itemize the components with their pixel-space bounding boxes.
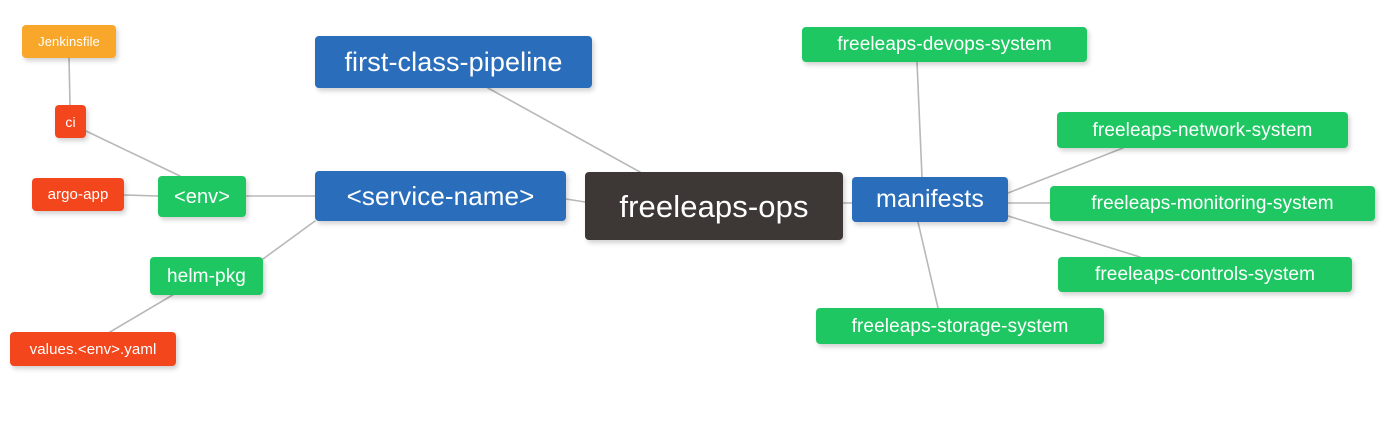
edge-service-helm (262, 220, 316, 260)
edge-pipeline-ops (487, 87, 641, 173)
mindmap-node-storage-system[interactable]: freeleaps-storage-system (816, 308, 1104, 344)
mindmap-node-devops-system[interactable]: freeleaps-devops-system (802, 27, 1087, 62)
mindmap-node-label: ci (65, 113, 76, 130)
mindmap-node-label: Jenkinsfile (38, 34, 100, 49)
mindmap-node-label: values.<env>.yaml (29, 340, 157, 358)
mindmap-node-label: freeleaps-devops-system (837, 34, 1052, 55)
mindmap-node-manifests[interactable]: manifests (852, 177, 1008, 222)
mindmap-node-label: argo-app (47, 186, 109, 203)
edge-service-ops (565, 198, 586, 203)
mindmap-node-values-yaml[interactable]: values.<env>.yaml (10, 332, 176, 366)
mindmap-node-controls-system[interactable]: freeleaps-controls-system (1058, 257, 1352, 292)
mindmap-node-network-system[interactable]: freeleaps-network-system (1057, 112, 1348, 148)
edge-manifests-storage (917, 221, 939, 309)
mindmap-node-jenkinsfile[interactable]: Jenkinsfile (22, 25, 116, 58)
mindmap-node-label: freeleaps-storage-system (851, 315, 1069, 337)
mindmap-node-service-name[interactable]: <service-name> (315, 171, 566, 221)
mindmap-node-label: freeleaps-monitoring-system (1091, 193, 1334, 214)
mindmap-node-label: <service-name> (346, 181, 535, 211)
edge-manifests-devops (916, 61, 923, 178)
mindmap-node-label: first-class-pipeline (344, 46, 563, 77)
edge-manifests-controls (1004, 214, 1141, 258)
mindmap-node-label: manifests (876, 185, 984, 213)
edge-argo-env (123, 194, 159, 197)
mindmap-node-ci[interactable]: ci (55, 105, 86, 138)
mindmap-node-label: freeleaps-ops (619, 188, 809, 224)
mindmap-node-label: freeleaps-controls-system (1094, 264, 1316, 285)
mindmap-node-label: <env> (173, 185, 231, 208)
edge-ci-env (85, 130, 181, 177)
mindmap-node-label: helm-pkg (167, 265, 246, 287)
mindmap-node-argo-app[interactable]: argo-app (32, 178, 124, 211)
mindmap-node-helm-pkg[interactable]: helm-pkg (150, 257, 263, 295)
mindmap-node-freeleaps-ops[interactable]: freeleaps-ops (585, 172, 843, 240)
mindmap-node-first-class-pipeline[interactable]: first-class-pipeline (315, 36, 592, 88)
mindmap-node-monitoring-system[interactable]: freeleaps-monitoring-system (1050, 186, 1375, 221)
mindmap-node-label: freeleaps-network-system (1092, 119, 1313, 141)
mindmap-node-env[interactable]: <env> (158, 176, 246, 217)
edge-jenkinsfile-ci (68, 57, 71, 106)
edge-helm-values (109, 292, 177, 333)
